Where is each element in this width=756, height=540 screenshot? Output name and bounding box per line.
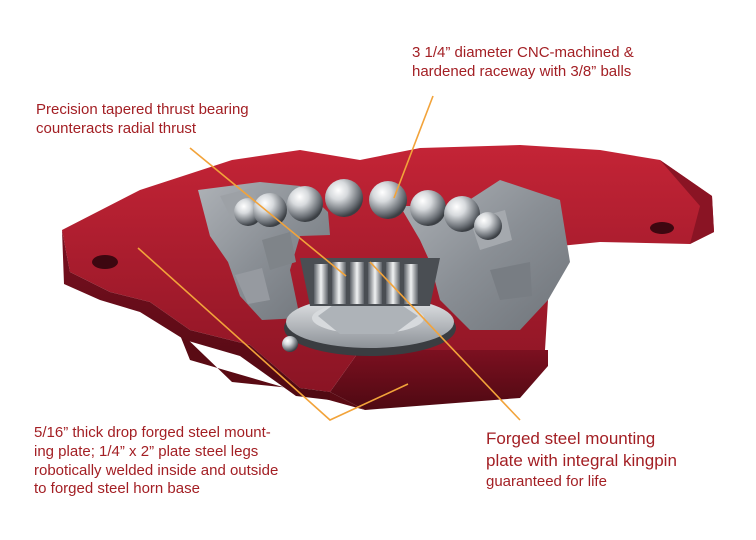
plate-callout-line: robotically welded inside and outside [34, 461, 279, 479]
mounting-hole [650, 222, 674, 234]
raceway-callout: 3 1/4” diameter CNC-machined & hardened … [412, 44, 634, 82]
plate-callout-line: 5/16” thick drop forged steel mount- [34, 424, 271, 441]
leader-line-raceway [393, 95, 434, 199]
kingpin-callout: Forged steel mounting plate with integra… [486, 428, 677, 492]
leader-line-bearing [189, 147, 347, 277]
bearing-callout: Precision tapered thrust bearing counter… [36, 101, 249, 139]
plate-callout: 5/16” thick drop forged steel mount- ing… [34, 424, 278, 499]
leader-lines [137, 95, 521, 421]
raceway-callout-line: 3 1/4” diameter CNC-machined & [412, 44, 634, 61]
plate-callout-line: ing plate; 1/4” x 2” plate steel legs [34, 442, 259, 460]
bearing-callout-line: counteracts radial thrust [36, 119, 197, 137]
tapered-roller-bearing [300, 258, 440, 306]
kingpin-callout-line: guaranteed for life [486, 473, 607, 491]
raceway-callout-line: hardened raceway with 3/8” balls [412, 62, 632, 80]
plate-callout-line: to forged steel horn base [34, 480, 200, 498]
leader-line-plate [137, 247, 409, 421]
bearing-callout-line: Precision tapered thrust bearing [36, 101, 249, 118]
raceway-balls [234, 179, 502, 352]
leader-line-kingpin [369, 261, 521, 421]
mounting-hole [92, 255, 118, 269]
kingpin-callout-line: Forged steel mounting [486, 429, 656, 448]
kingpin [284, 296, 456, 356]
kingpin-callout-line: plate with integral kingpin [486, 451, 677, 471]
